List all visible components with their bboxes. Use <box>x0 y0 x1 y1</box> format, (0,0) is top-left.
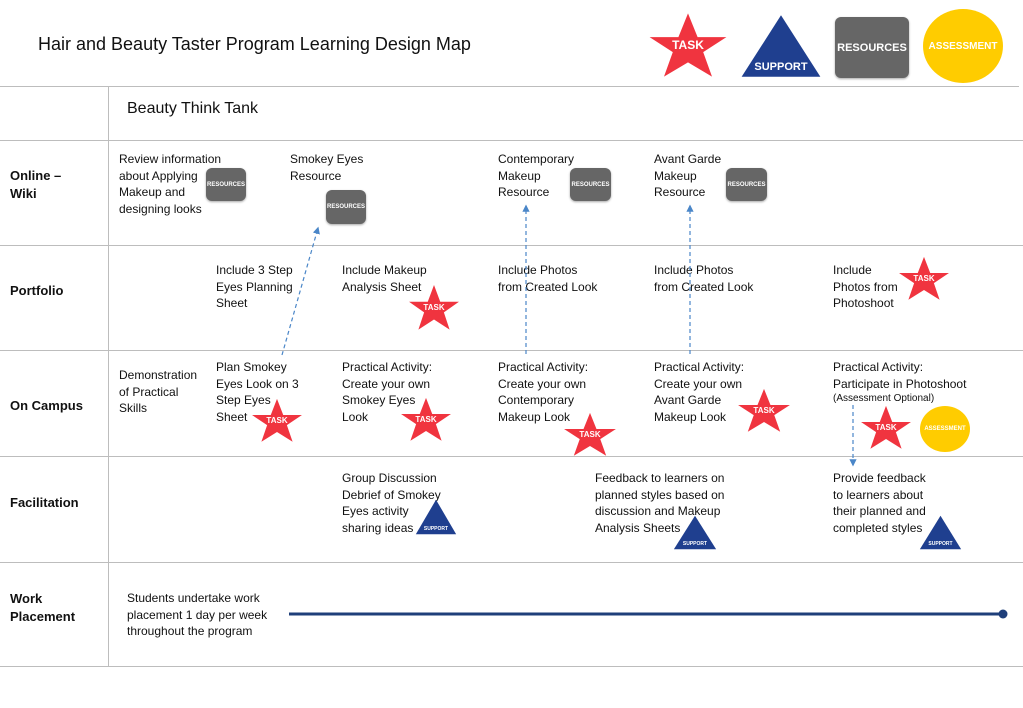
legend-assessment-icon: ASSESSMENT <box>923 9 1003 83</box>
task-star-icon: TASK <box>400 397 452 443</box>
row-label-portfolio: Portfolio <box>10 283 64 298</box>
online-avant-text: Avant Garde Makeup Resource <box>654 152 722 200</box>
campus-smokey-text: Practical Activity: Create your own Smok… <box>342 360 433 424</box>
task-star-icon: TASK <box>563 412 617 458</box>
facilitation-feedback-1-text: Feedback to learners on planned styles b… <box>595 471 725 535</box>
section-title: Beauty Think Tank <box>127 100 259 117</box>
campus-avant-text: Practical Activity: Create your own Avan… <box>654 360 745 424</box>
resources-icon: RESOURCES <box>726 168 767 201</box>
campus-demo-text: Demonstration of Practical Skills <box>119 368 198 416</box>
assessment-icon: ASSESSMENT <box>920 406 970 452</box>
legend-resources-icon: RESOURCES <box>835 17 909 78</box>
campus-plan-text: Plan Smokey Eyes Look on 3 Step Eyes She… <box>216 360 299 424</box>
portfolio-plan-text: Include 3 Step Eyes Planning Sheet <box>216 263 293 311</box>
support-triangle-icon: SUPPORT <box>673 515 717 550</box>
portfolio-photos-1-text: Include Photos from Created Look <box>498 263 598 294</box>
page-title: Hair and Beauty Taster Program Learning … <box>38 34 471 54</box>
online-smokey-text: Smokey Eyes Resource <box>290 152 364 183</box>
facilitation-feedback-2-text: Provide feedback to learners about their… <box>833 471 926 535</box>
campus-contemporary-text: Practical Activity: Create your own Cont… <box>498 360 589 424</box>
support-triangle-icon: SUPPORT <box>415 499 457 535</box>
grid-line-5 <box>0 562 1023 563</box>
grid-line-3 <box>0 350 1023 351</box>
task-star-icon: TASK <box>860 405 912 451</box>
timeline-end-dot <box>998 609 1008 619</box>
resources-icon: RESOURCES <box>326 190 366 224</box>
campus-assessment-optional-text: (Assessment Optional) <box>833 393 935 404</box>
legend-support-triangle-icon: SUPPORT <box>740 14 822 78</box>
legend-support-label: SUPPORT <box>754 61 808 73</box>
resources-icon: RESOURCES <box>206 168 246 201</box>
row-label-online-wiki: Online – Wiki <box>10 168 62 201</box>
row-label-on-campus: On Campus <box>10 398 83 413</box>
grid-line-bottom <box>0 666 1023 667</box>
facilitation-group-text: Group Discussion Debrief of Smokey Eyes … <box>342 471 441 535</box>
portfolio-analysis-text: Include Makeup Analysis Sheet <box>342 263 427 294</box>
portfolio-photos-2-text: Include Photos from Created Look <box>654 263 754 294</box>
support-triangle-icon: SUPPORT <box>919 515 962 550</box>
grid-line-4 <box>0 456 1023 457</box>
online-contemporary-text: Contemporary Makeup Resource <box>498 152 575 200</box>
legend-task-label: TASK <box>672 38 704 52</box>
grid-line-top <box>0 86 1019 87</box>
task-star-icon: TASK <box>737 388 791 434</box>
row-label-work-placement: Work Placement <box>10 591 76 624</box>
arrow-plan-to-smokey-resource <box>281 226 320 356</box>
task-star-icon: TASK <box>251 398 303 444</box>
grid-column-divider <box>108 86 109 666</box>
task-star-icon: TASK <box>898 256 950 302</box>
legend-task-star-icon: TASK <box>648 12 728 80</box>
grid-line-2 <box>0 245 1023 246</box>
portfolio-photoshoot-text: Include Photos from Photoshoot <box>833 263 898 311</box>
task-star-icon: TASK <box>408 284 460 332</box>
legend-resources-label: RESOURCES <box>837 41 907 54</box>
campus-photoshoot-text: Practical Activity: Participate in Photo… <box>833 360 967 391</box>
resources-icon: RESOURCES <box>570 168 611 201</box>
legend-assessment-label: ASSESSMENT <box>928 40 998 52</box>
row-label-facilitation: Facilitation <box>10 495 79 510</box>
work-placement-text: Students undertake work placement 1 day … <box>127 591 268 639</box>
online-review-text: Review information about Applying Makeup… <box>119 152 222 216</box>
grid-line-1 <box>0 140 1023 141</box>
